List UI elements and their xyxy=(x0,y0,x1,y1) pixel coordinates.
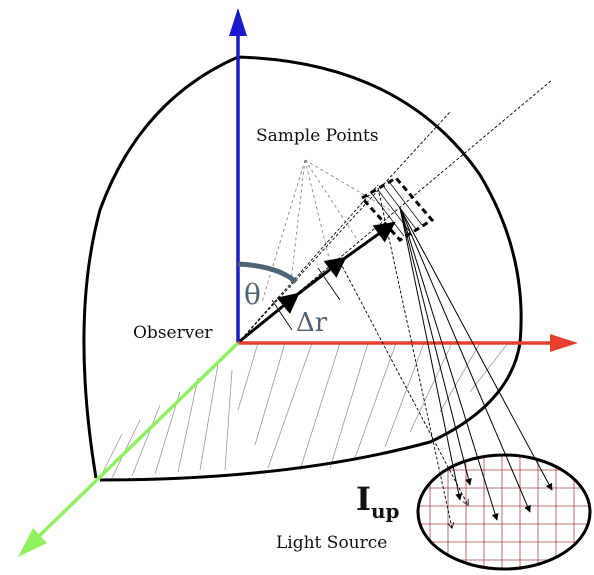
z-axis xyxy=(229,8,247,343)
light-source xyxy=(416,453,592,571)
sample-points-label: Sample Points xyxy=(256,126,379,146)
view-rays xyxy=(237,79,553,344)
delta-r-label: Δr xyxy=(296,308,328,338)
light-source-label: Light Source xyxy=(276,533,387,553)
observer-label: Observer xyxy=(133,323,213,343)
y-axis xyxy=(18,341,240,557)
intensity-label: Iup xyxy=(356,480,400,523)
light-rays-dashed xyxy=(339,187,468,528)
delta-r-bracket xyxy=(271,267,341,331)
intensity-subscript: up xyxy=(371,499,400,523)
x-axis xyxy=(238,334,578,352)
theta-arc xyxy=(237,261,298,284)
ray-steps xyxy=(239,221,396,343)
intensity-symbol: I xyxy=(356,480,371,518)
hemisphere-outline xyxy=(82,55,523,482)
light-rays xyxy=(399,207,553,521)
sample-points-leader-lines xyxy=(261,159,391,303)
base-hatching xyxy=(99,342,509,479)
theta-label: θ xyxy=(244,278,261,311)
